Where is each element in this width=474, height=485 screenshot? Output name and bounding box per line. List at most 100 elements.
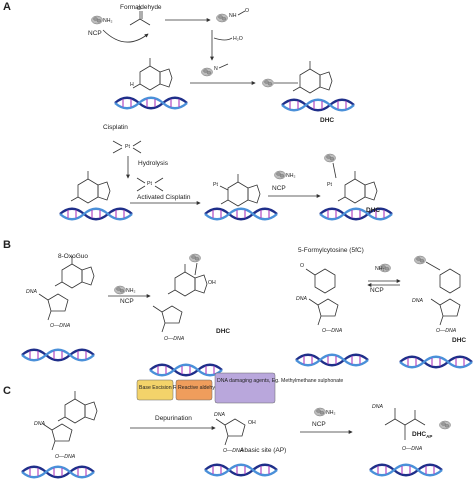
pathway-box-ber-label: Base Excision Repair [139,385,189,391]
cisplatin-label: Cisplatin [103,124,128,131]
nucleosome-icon [262,78,274,88]
nucleosome-icon [414,255,426,265]
ncp-label-b1: NCP [120,298,134,305]
guanine-structure [132,57,173,91]
oxoguo-structure [54,255,95,289]
guanine-structure [70,170,111,204]
product-dhc-a1: DHC [320,117,334,124]
ncp-label-c: NCP [312,421,326,428]
pt-guanine-structure [220,173,261,207]
panel-label-b: B [3,239,11,251]
dna-helix-icon [203,463,279,477]
adduct-oh: OH [208,280,216,286]
cisplatin-pt: Pt [125,144,130,150]
dna-3prime-b4: O—DNA [436,328,457,334]
formaldehyde-oxygen: O [137,6,141,12]
dna-3prime-b3: O—DNA [322,328,343,334]
deoxyribose-structure [308,298,339,326]
nucleosome-icon [91,15,103,25]
dna-3prime-c2: O—DNA [223,448,244,454]
deoxyribose-structure [42,423,73,451]
ncp-label-a2: NCP [272,185,286,192]
abasic-oh: OH [248,420,256,426]
dna-5prime-b4: DNA [412,298,423,304]
oxoguo-label: 8-OxoGuo [58,253,88,260]
oxoguo-adduct-structure [167,263,208,297]
dna-5prime-c1: DNA [34,421,45,427]
pt-adduct: Pt [213,182,218,188]
dna-5prime-b1: DNA [26,289,37,295]
dhc-guanine-structure [337,170,378,204]
dna-helix-icon [280,98,356,112]
deoxyribose-structure [38,293,69,321]
pathway-box-aldehydes [175,379,213,401]
intermediate-o: O [245,8,249,14]
pt-product: Pt [327,182,332,188]
dna-5prime-c2: DNA [214,412,225,418]
dna-helix-icon [294,353,370,367]
dna-helix-icon [368,463,444,477]
product-dhc-ap-subscript: AP [426,434,432,439]
ncp-label-b2: NCP [370,287,384,294]
nucleosome-icon [114,285,126,295]
product-dhc-b1: DHC [216,328,230,335]
reaction-arrow-icon [102,29,149,43]
pathway-box-aldehydes-label: Reactive aldehydes [178,385,224,391]
depurination-box-2: Reactive aldehydes [175,379,224,401]
dna-3prime-c3: O—DNA [402,446,423,452]
dna-3prime-b1: O—DNA [50,323,71,329]
deoxyribose-structure [152,305,183,333]
hydrolysis-label: Hydrolysis [138,160,169,167]
water-label: H₂O [233,36,243,42]
cisplatin-structure: Pt [112,140,142,154]
dna-3prime-c1: O—DNA [55,454,76,460]
ncp-amine-b1: NH₂ [126,288,136,294]
intermediate-n: NH [229,13,237,19]
abasic-sugar-structure [215,418,246,446]
guanine-structure [57,390,98,424]
dna-helix-icon [148,363,224,377]
deoxyribose-structure [430,298,461,326]
guanine-amine: H [130,82,134,88]
abasic-site-label: Abasic site (AP) [240,447,286,454]
panel-label-a: A [3,1,11,13]
dna-5prime-b3: DNA [296,296,307,302]
water-loss-arrow [213,37,233,41]
nucleosome-icon [274,170,286,180]
equilibrium-arrow-icon [367,279,401,287]
dna-helix-icon [113,96,189,110]
imine-n: N [214,66,218,72]
cytosine-adduct-ring [439,268,461,294]
product-dhc-ap: DHCAP [412,431,432,439]
dna-helix-icon [20,465,96,479]
pathway-box-ber [136,379,174,401]
formaldehyde-label: Formaldehyde [120,4,162,11]
ncp-amine: NH₂ [103,18,113,24]
depurination-label: Depurination [155,415,192,422]
ncp-amine-c: NH₂ [326,410,336,416]
formylcytosine-label: 5-Formylcytosine (5fC) [298,247,364,254]
guanine-adduct-structure [292,60,333,94]
nucleosome-icon [314,407,326,417]
formaldehyde-structure: O [129,6,151,26]
ncp-label-a1: NCP [88,30,102,37]
product-dhc-ap-main: DHC [412,431,426,438]
cytosine-ring [314,268,336,294]
dhc-ap-structure [384,408,426,440]
dna-helix-icon [203,207,279,221]
activated-pt: Pt [147,181,152,187]
dna-helix-icon [398,355,474,369]
nucleosome-icon [201,67,213,77]
dna-3prime-b2: O—DNA [164,336,185,342]
nucleosome-icon [189,253,201,263]
dna-helix-icon [20,348,96,362]
formyl-o: O [300,263,304,269]
panel-label-c: C [3,385,11,397]
dna-helix-icon [318,207,394,221]
dna-5prime-c3: DNA [372,404,383,410]
activated-cisplatin-label: Activated Cisplatin [137,194,191,201]
pathway-box-damaging-label: DNA damaging agents, Eg. Methylmethane s… [217,378,343,384]
product-dhc-a2: DHC [366,207,380,214]
nucleosome-icon [439,420,451,430]
